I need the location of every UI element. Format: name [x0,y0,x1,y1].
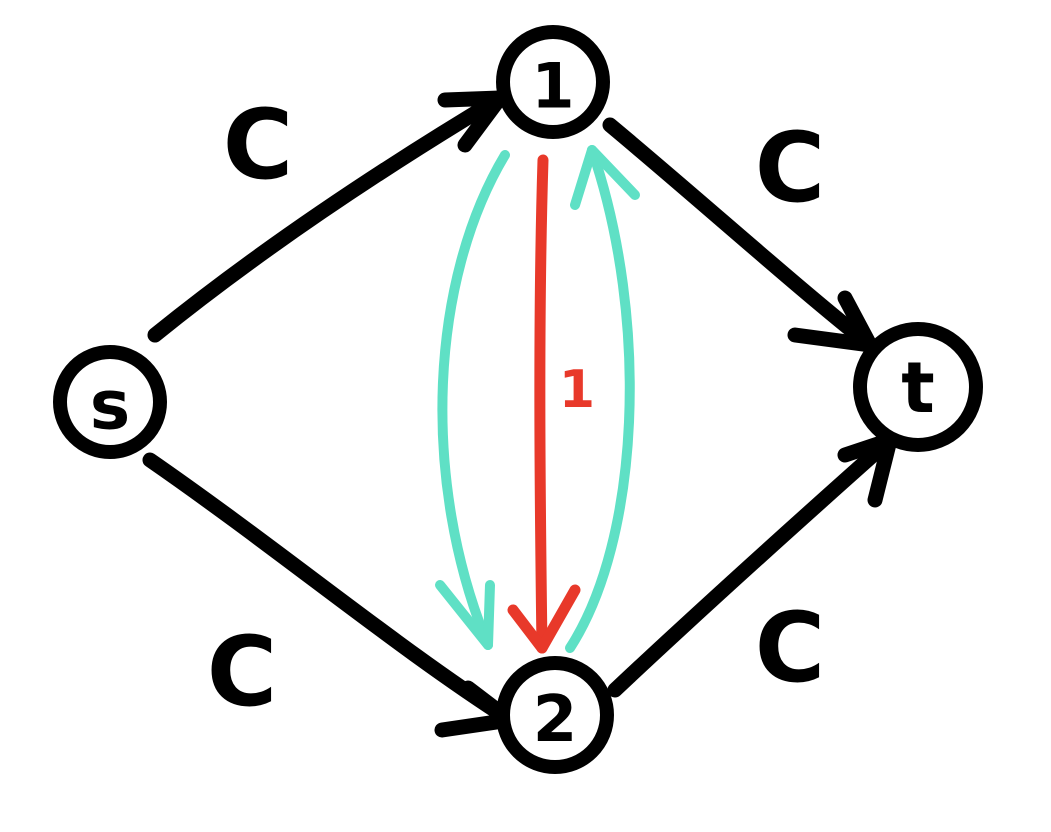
node-t-circle [853,322,983,452]
teal-path-down [437,150,510,650]
edge-1-2-arrowhead [507,584,581,654]
edge-s-2 [142,452,518,728]
teal-path-down-arrowhead [435,580,495,650]
node-2-label: 2 [533,683,578,757]
edge-2-t [607,432,898,698]
node-t-label: t [901,347,934,429]
teal-path-up-arrowhead [570,145,640,210]
node-s-label: s [90,367,130,446]
edge-1-2-label: 1 [559,360,595,420]
edge-s-1-label: C [223,89,293,201]
node-s: s [53,345,167,459]
edge-1-t [602,117,878,353]
node-s-circle [53,345,167,459]
node-2-circle [496,656,614,774]
node-1-circle [496,25,610,139]
node-1-label: 1 [531,50,574,123]
edge-1-2 [534,154,549,654]
edge-s-2-label: C [207,616,277,728]
edge-2-t-label: C [755,592,825,704]
node-2: 2 [496,656,614,774]
edge-1-t-label: C [755,112,825,224]
teal-path-up [565,145,635,653]
node-t: t [853,322,983,452]
node-1: 1 [496,25,610,139]
edge-s-1 [147,90,508,343]
